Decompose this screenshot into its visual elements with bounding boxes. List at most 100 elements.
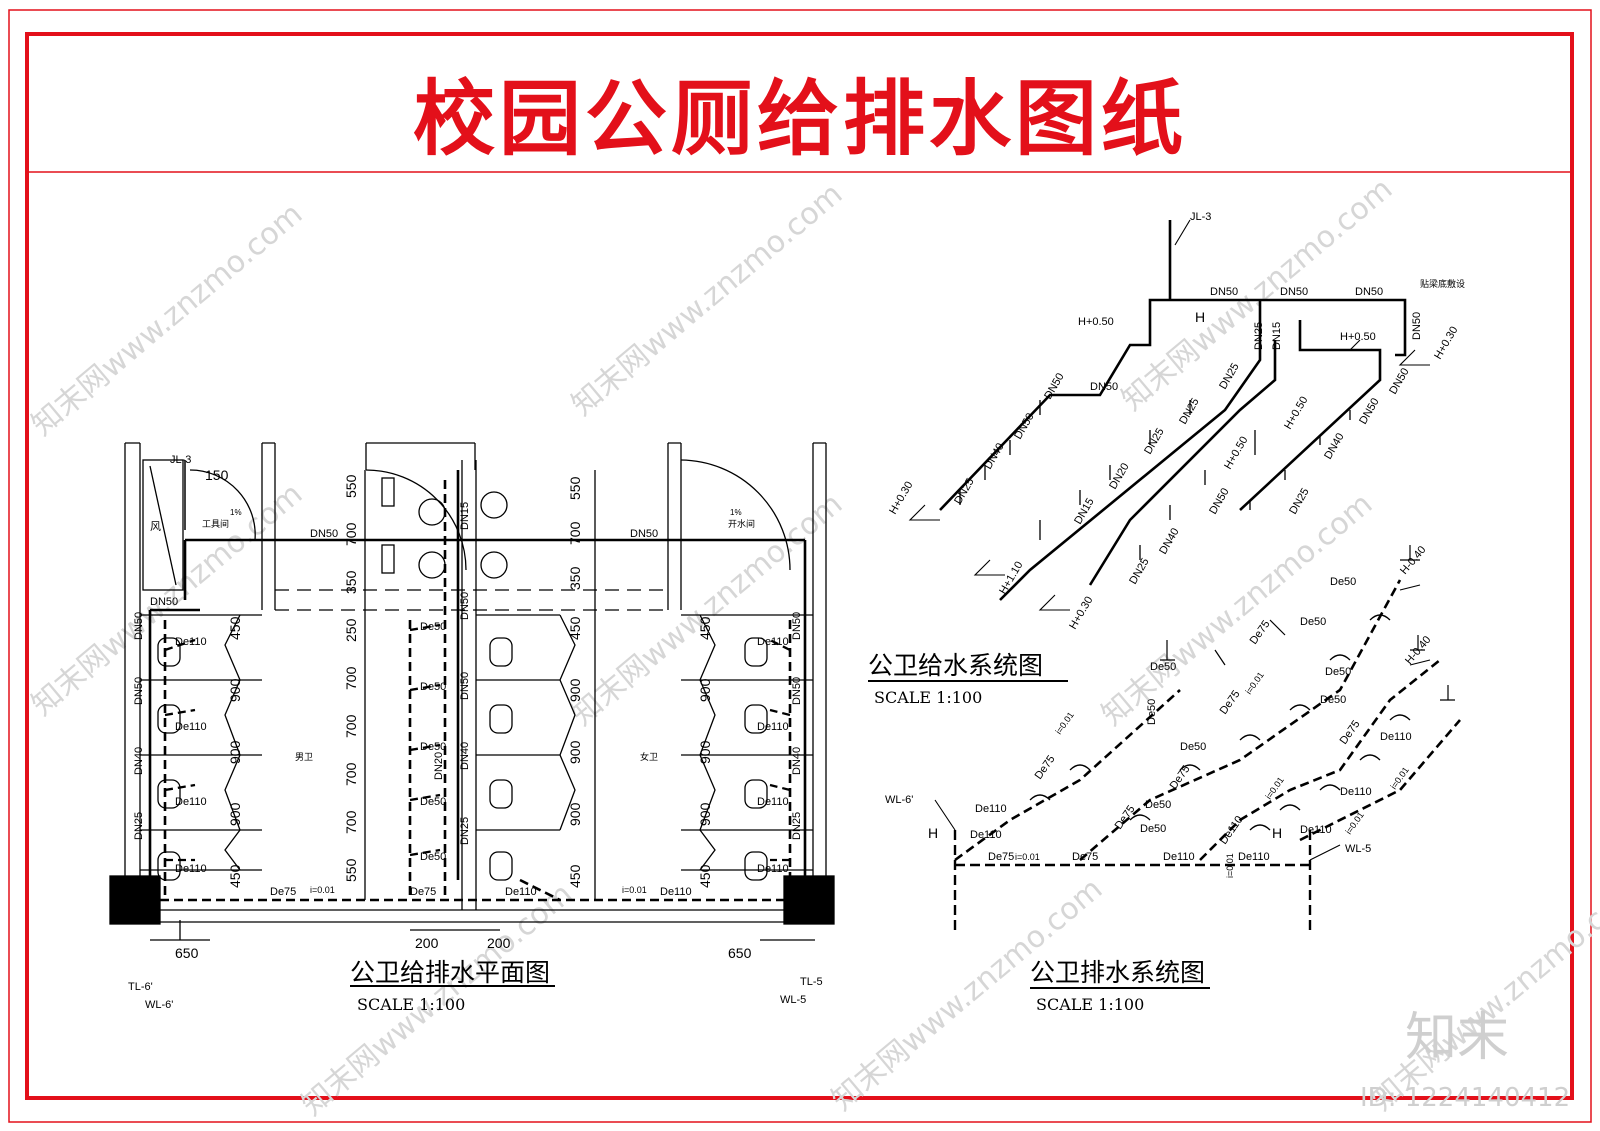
plan-bottom-wall — [140, 909, 813, 923]
dim-label: 250 — [343, 618, 359, 642]
pipe-dn40: DN40 — [133, 747, 145, 775]
dim-label: 700 — [343, 522, 359, 546]
dim-200: 200 — [487, 935, 511, 951]
drain-fixture — [1029, 614, 1411, 831]
room-tool: 工具间 — [202, 518, 229, 529]
plan-wall — [261, 442, 276, 610]
pipe-dn50: DN50 — [133, 677, 145, 705]
dim-label: 450 — [697, 616, 713, 640]
supply-dn50: DN50 — [1280, 286, 1308, 298]
drain-de75: De75 — [1072, 851, 1098, 863]
pipe-dn25: DN25 — [459, 817, 471, 845]
drain-wl6: WL-6' — [885, 794, 913, 806]
drain-slope: i=0.01 — [1015, 852, 1040, 862]
drain-slope: i=0.01 — [1263, 775, 1285, 801]
dim-label: 700 — [567, 521, 583, 545]
pipe-de110: De110 — [505, 886, 537, 898]
drain-de110: De110 — [1238, 851, 1270, 863]
supply-riser-label: JL-3 — [1190, 211, 1211, 223]
dim-200: 200 — [415, 935, 439, 951]
door-swing — [189, 469, 256, 541]
drain-de50: De50 — [1150, 661, 1176, 673]
pipe-dn40: DN40 — [791, 747, 803, 775]
drain-de75: De75 — [1248, 618, 1273, 646]
dim-label: 900 — [567, 802, 583, 826]
supply-main — [148, 470, 807, 880]
supply-caption: 公卫给水系统图 — [868, 651, 1044, 680]
supply-dn15: DN15 — [1271, 322, 1283, 350]
drain-de50: De50 — [1140, 823, 1166, 835]
pipe-de110: De110 — [757, 721, 789, 733]
drain-de50: De50 — [1300, 616, 1326, 628]
plan-caption: 公卫给排水平面图 — [350, 958, 551, 987]
drain-de110: De110 — [1218, 814, 1246, 847]
pipe-de110: De110 — [175, 863, 207, 875]
pipe-dn50: DN50 — [459, 592, 471, 620]
document-id: ID: 1224140412 — [1360, 1083, 1571, 1113]
supply-level-markers — [908, 219, 1430, 611]
drain-de50: De50 — [1145, 799, 1171, 811]
supply-dn50: DN50 — [1210, 286, 1238, 298]
column — [109, 875, 161, 925]
inner-border — [25, 32, 1574, 1100]
dim-label: 900 — [227, 740, 243, 764]
drain-de50: De50 — [1180, 741, 1206, 753]
drain-de110: De110 — [1163, 851, 1195, 863]
drain-slope: i=0.01 — [1053, 710, 1075, 736]
drain-branch — [164, 623, 791, 862]
pipe-dn50: DN50 — [310, 528, 338, 540]
plan-scale: SCALE 1:100 — [357, 995, 466, 1014]
drain-de110: De110 — [1340, 786, 1372, 798]
supply-h-marker: H — [1195, 309, 1205, 325]
plan-outer-wall — [812, 442, 827, 876]
pipe-dn50: DN50 — [791, 612, 803, 640]
drain-de110: De110 — [970, 829, 1002, 841]
dim-label: 900 — [227, 678, 243, 702]
drain-de75: De75 — [1168, 763, 1193, 791]
drain-slope: i=0.01 — [1388, 765, 1410, 791]
drain-slope: i=0.01 — [1343, 810, 1365, 836]
drain-slope: i=0.01 — [1243, 670, 1265, 696]
dim-label: 450 — [227, 616, 243, 640]
dim-line — [150, 470, 815, 941]
riser-label: JL-3 — [170, 454, 191, 466]
pipe-de110: De110 — [757, 863, 789, 875]
supply-fixture-branch — [959, 400, 1351, 560]
pipe-dn25: DN25 — [133, 812, 145, 840]
pipe-dn50: DN50 — [791, 677, 803, 705]
caption-underline — [350, 985, 555, 987]
page-title: 校园公厕给排水图纸 — [412, 72, 1187, 167]
drain-de110: De110 — [1380, 731, 1412, 743]
dim-label: 900 — [697, 802, 713, 826]
drain-vent-cap — [1160, 545, 1455, 701]
dim-label: 900 — [567, 678, 583, 702]
drain-scale: SCALE 1:100 — [1036, 995, 1145, 1014]
pipe-de75: De75 — [270, 886, 296, 898]
dim-label: 550 — [343, 474, 359, 498]
supply-dn50: DN50 — [1090, 381, 1118, 393]
dim-label: 900 — [697, 740, 713, 764]
drain-de75: De75 — [1033, 753, 1058, 781]
drain-main — [160, 480, 800, 902]
pipe-dn20: DN20 — [433, 752, 445, 780]
pipe-de110: De110 — [175, 796, 207, 808]
dim-label: 900 — [567, 740, 583, 764]
stall-partition — [681, 614, 813, 871]
dim-label: 700 — [343, 762, 359, 786]
drain-de75: De75 — [988, 851, 1014, 863]
room-vent: 风 — [150, 520, 161, 533]
drain-branch-main — [954, 579, 1461, 862]
pipe-dn50: DN50 — [459, 672, 471, 700]
pipe-dn50: DN50 — [150, 596, 178, 608]
tag-tl5: TL-5 — [800, 976, 823, 988]
pipe-de50: De50 — [420, 741, 446, 753]
drain-caption: 公卫排水系统图 — [1030, 958, 1206, 987]
room-women: 女卫 — [640, 751, 658, 762]
tag-wl5: WL-5 — [780, 994, 806, 1006]
slope: i=0.01 — [622, 885, 647, 895]
drain-wl5: WL-5 — [1345, 843, 1371, 855]
